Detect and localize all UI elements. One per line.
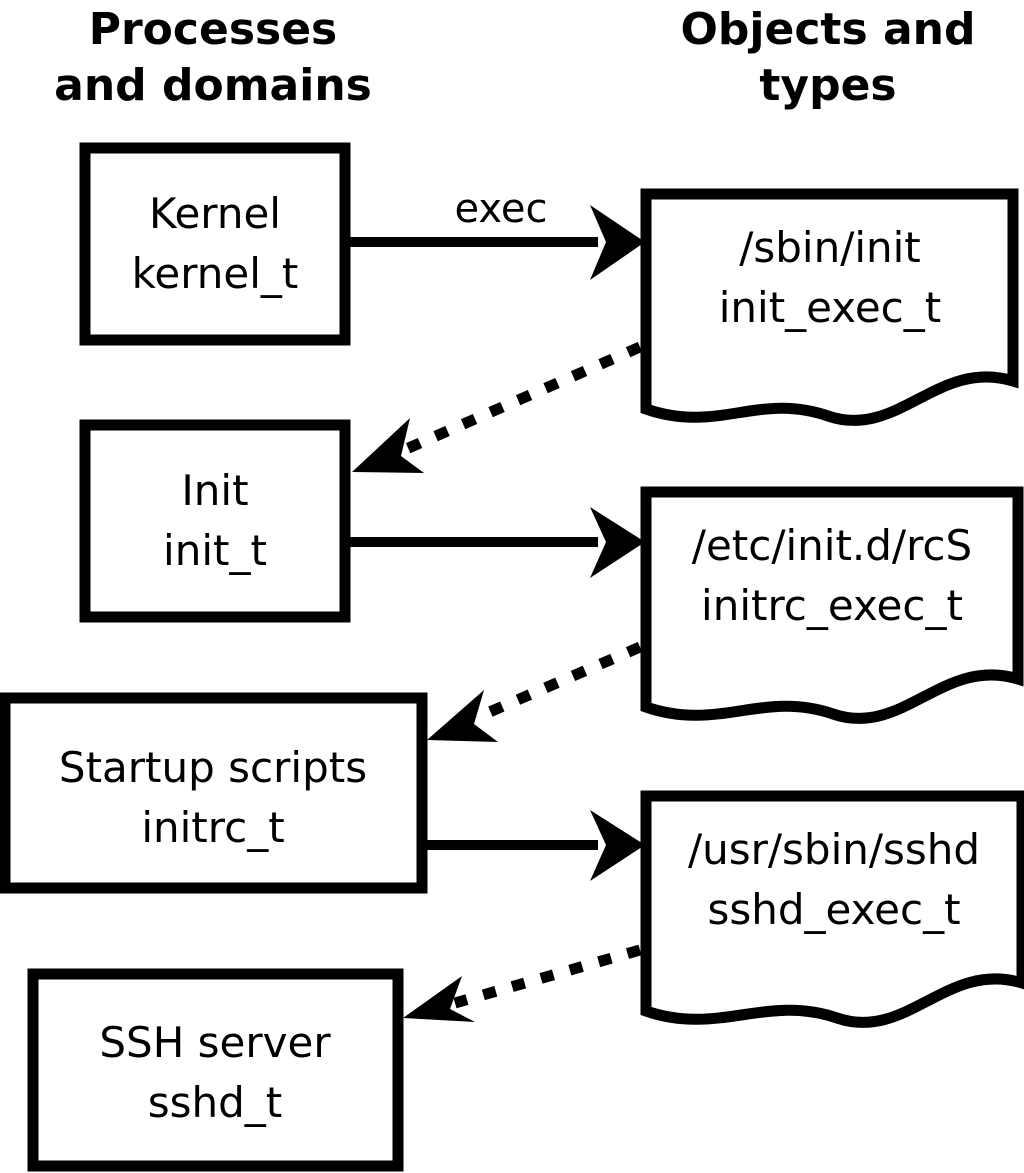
- edge-line: [475, 641, 643, 723]
- arrow-head-icon: [427, 690, 498, 742]
- node-kernel[interactable]: Kernel kernel_t: [79, 142, 351, 346]
- node-init_exec-line1: /sbin/init: [739, 223, 921, 272]
- node-sshd_exec-document-shape: [640, 790, 1024, 1028]
- node-init_exec-line2: init_exec_t: [719, 283, 942, 332]
- node-initrc_exec-document-shape: [640, 486, 1024, 724]
- column-header-objects-line1: Objects and: [681, 4, 976, 55]
- node-initrc-line1: Startup scripts: [59, 743, 367, 792]
- node-init[interactable]: Init init_t: [79, 419, 351, 623]
- node-kernel-box: [79, 142, 351, 346]
- node-sshd_exec-line2: sshd_exec_t: [707, 885, 960, 934]
- node-sshd-line2: sshd_t: [148, 1078, 283, 1127]
- arrow-head-icon: [403, 976, 475, 1022]
- edge-init-exec-initrc_exec: [350, 507, 645, 578]
- edge-kernel-exec-init_exec: exec: [350, 186, 645, 280]
- node-sshd-box: [27, 968, 404, 1172]
- column-header-processes-line2: and domains: [54, 60, 372, 111]
- node-init-line2: init_t: [163, 526, 267, 575]
- node-initrc-box: [0, 692, 428, 894]
- node-init_exec-document-shape: [640, 188, 1019, 426]
- edge-initrc_exec-transition-initrc: [427, 641, 643, 742]
- node-init_exec[interactable]: /sbin/init init_exec_t: [640, 188, 1019, 426]
- node-init-line1: Init: [181, 466, 248, 515]
- node-initrc_exec-line2: initrc_exec_t: [701, 581, 963, 630]
- column-header-objects: Objects and types: [681, 4, 976, 111]
- node-sshd[interactable]: SSH server sshd_t: [27, 968, 404, 1172]
- node-sshd_exec[interactable]: /usr/sbin/sshd sshd_exec_t: [640, 790, 1024, 1028]
- node-kernel-line1: Kernel: [149, 189, 281, 238]
- edge-init_exec-transition-init: [352, 341, 643, 473]
- edge-label-exec: exec: [455, 186, 548, 232]
- node-sshd-line1: SSH server: [99, 1018, 331, 1067]
- edge-sshd_exec-transition-sshd: [403, 944, 642, 1022]
- edge-line: [453, 944, 642, 1009]
- node-kernel-line2: kernel_t: [132, 249, 299, 298]
- node-initrc[interactable]: Startup scripts initrc_t: [0, 692, 428, 894]
- node-sshd_exec-line1: /usr/sbin/sshd: [688, 825, 980, 874]
- edge-line: [401, 341, 643, 456]
- arrow-head-icon: [352, 418, 424, 473]
- edge-initrc-exec-sshd_exec: [427, 810, 645, 881]
- arrow-head-icon: [590, 205, 645, 280]
- node-initrc-line2: initrc_t: [141, 803, 284, 852]
- node-init-box: [79, 419, 351, 623]
- column-header-processes-line1: Processes: [89, 4, 338, 55]
- column-header-processes: Processes and domains: [54, 4, 372, 111]
- node-initrc_exec-line1: /etc/init.d/rcS: [692, 521, 972, 570]
- node-initrc_exec[interactable]: /etc/init.d/rcS initrc_exec_t: [640, 486, 1024, 724]
- arrow-head-icon: [590, 507, 645, 578]
- column-header-objects-line2: types: [759, 60, 896, 111]
- arrow-head-icon: [590, 810, 645, 881]
